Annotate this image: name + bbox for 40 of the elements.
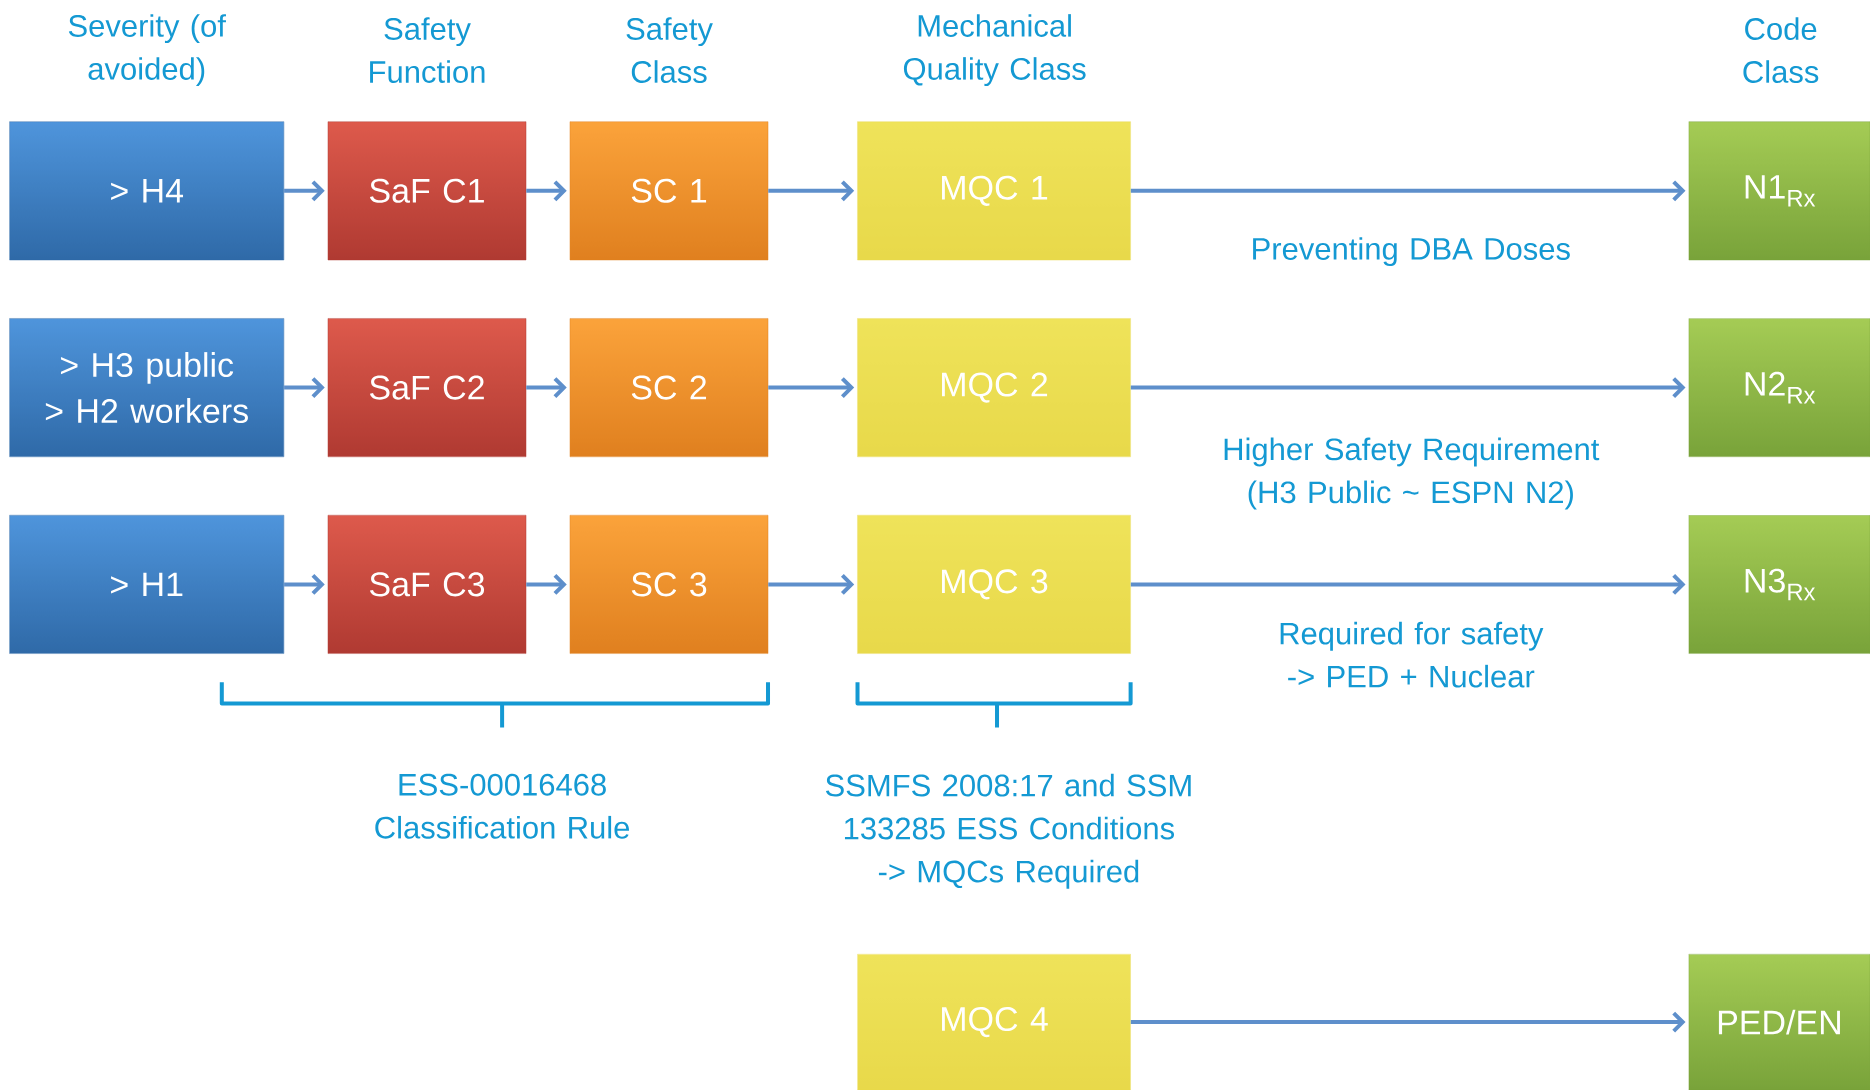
severity-box: > H1 — [9, 515, 285, 654]
arrow — [526, 180, 567, 202]
code-box: N3$_{Rx}$ — [1688, 515, 1870, 654]
edge-label: Preventing DBA Doses — [1253, 237, 1570, 267]
quality-box: MQC 3 — [857, 515, 1131, 654]
quality-box: MQC 2 — [857, 318, 1131, 457]
code-box: N2$_{Rx}$ — [1688, 318, 1870, 457]
arrow — [284, 377, 325, 399]
code-box: PED/EN — [1688, 953, 1870, 1090]
column-header: Code Class — [1743, 17, 1819, 83]
column-header: Safety Function — [370, 17, 485, 83]
arrow — [768, 574, 855, 595]
arrow — [768, 180, 855, 202]
reference-note: SSMFS 2008:17 and SSM 133285 ESS Conditions -> MQCs Required — [825, 773, 1191, 889]
arrow — [1130, 180, 1686, 202]
column-header: Safety Class — [626, 17, 713, 83]
function-box: SaF C1 — [327, 121, 527, 261]
function-box: SaF C2 — [327, 318, 527, 457]
code-box: N1$_{Rx}$ — [1688, 121, 1870, 261]
function-box: SaF C3 — [327, 515, 527, 654]
arrow — [284, 180, 325, 202]
edge-label: Higher Safety Requirement (H3 Public ~ ESPN N2) — [1224, 437, 1600, 510]
class-box: SC 3 — [569, 515, 769, 654]
arrow — [284, 574, 325, 595]
reference-note: ESS-00016468 Classification Rule — [375, 773, 630, 839]
quality-box: MQC 4 — [857, 953, 1131, 1090]
column-header: Mechanical Quality Class — [903, 14, 1086, 87]
class-box: SC 2 — [569, 318, 769, 457]
column-header: Severity (of avoided) — [68, 14, 226, 87]
edge-label: Required for safety -> PED + Nuclear — [1280, 621, 1544, 688]
arrow — [526, 377, 567, 399]
arrow — [1130, 1011, 1686, 1033]
class-box: SC 1 — [569, 121, 769, 261]
severity-box: > H3 public > H2 workers — [9, 318, 285, 457]
quality-box: MQC 1 — [857, 121, 1131, 261]
arrow — [526, 574, 567, 595]
arrow — [1130, 574, 1686, 595]
severity-box: > H4 — [9, 121, 285, 261]
arrow — [1130, 377, 1686, 399]
arrow — [768, 377, 855, 399]
